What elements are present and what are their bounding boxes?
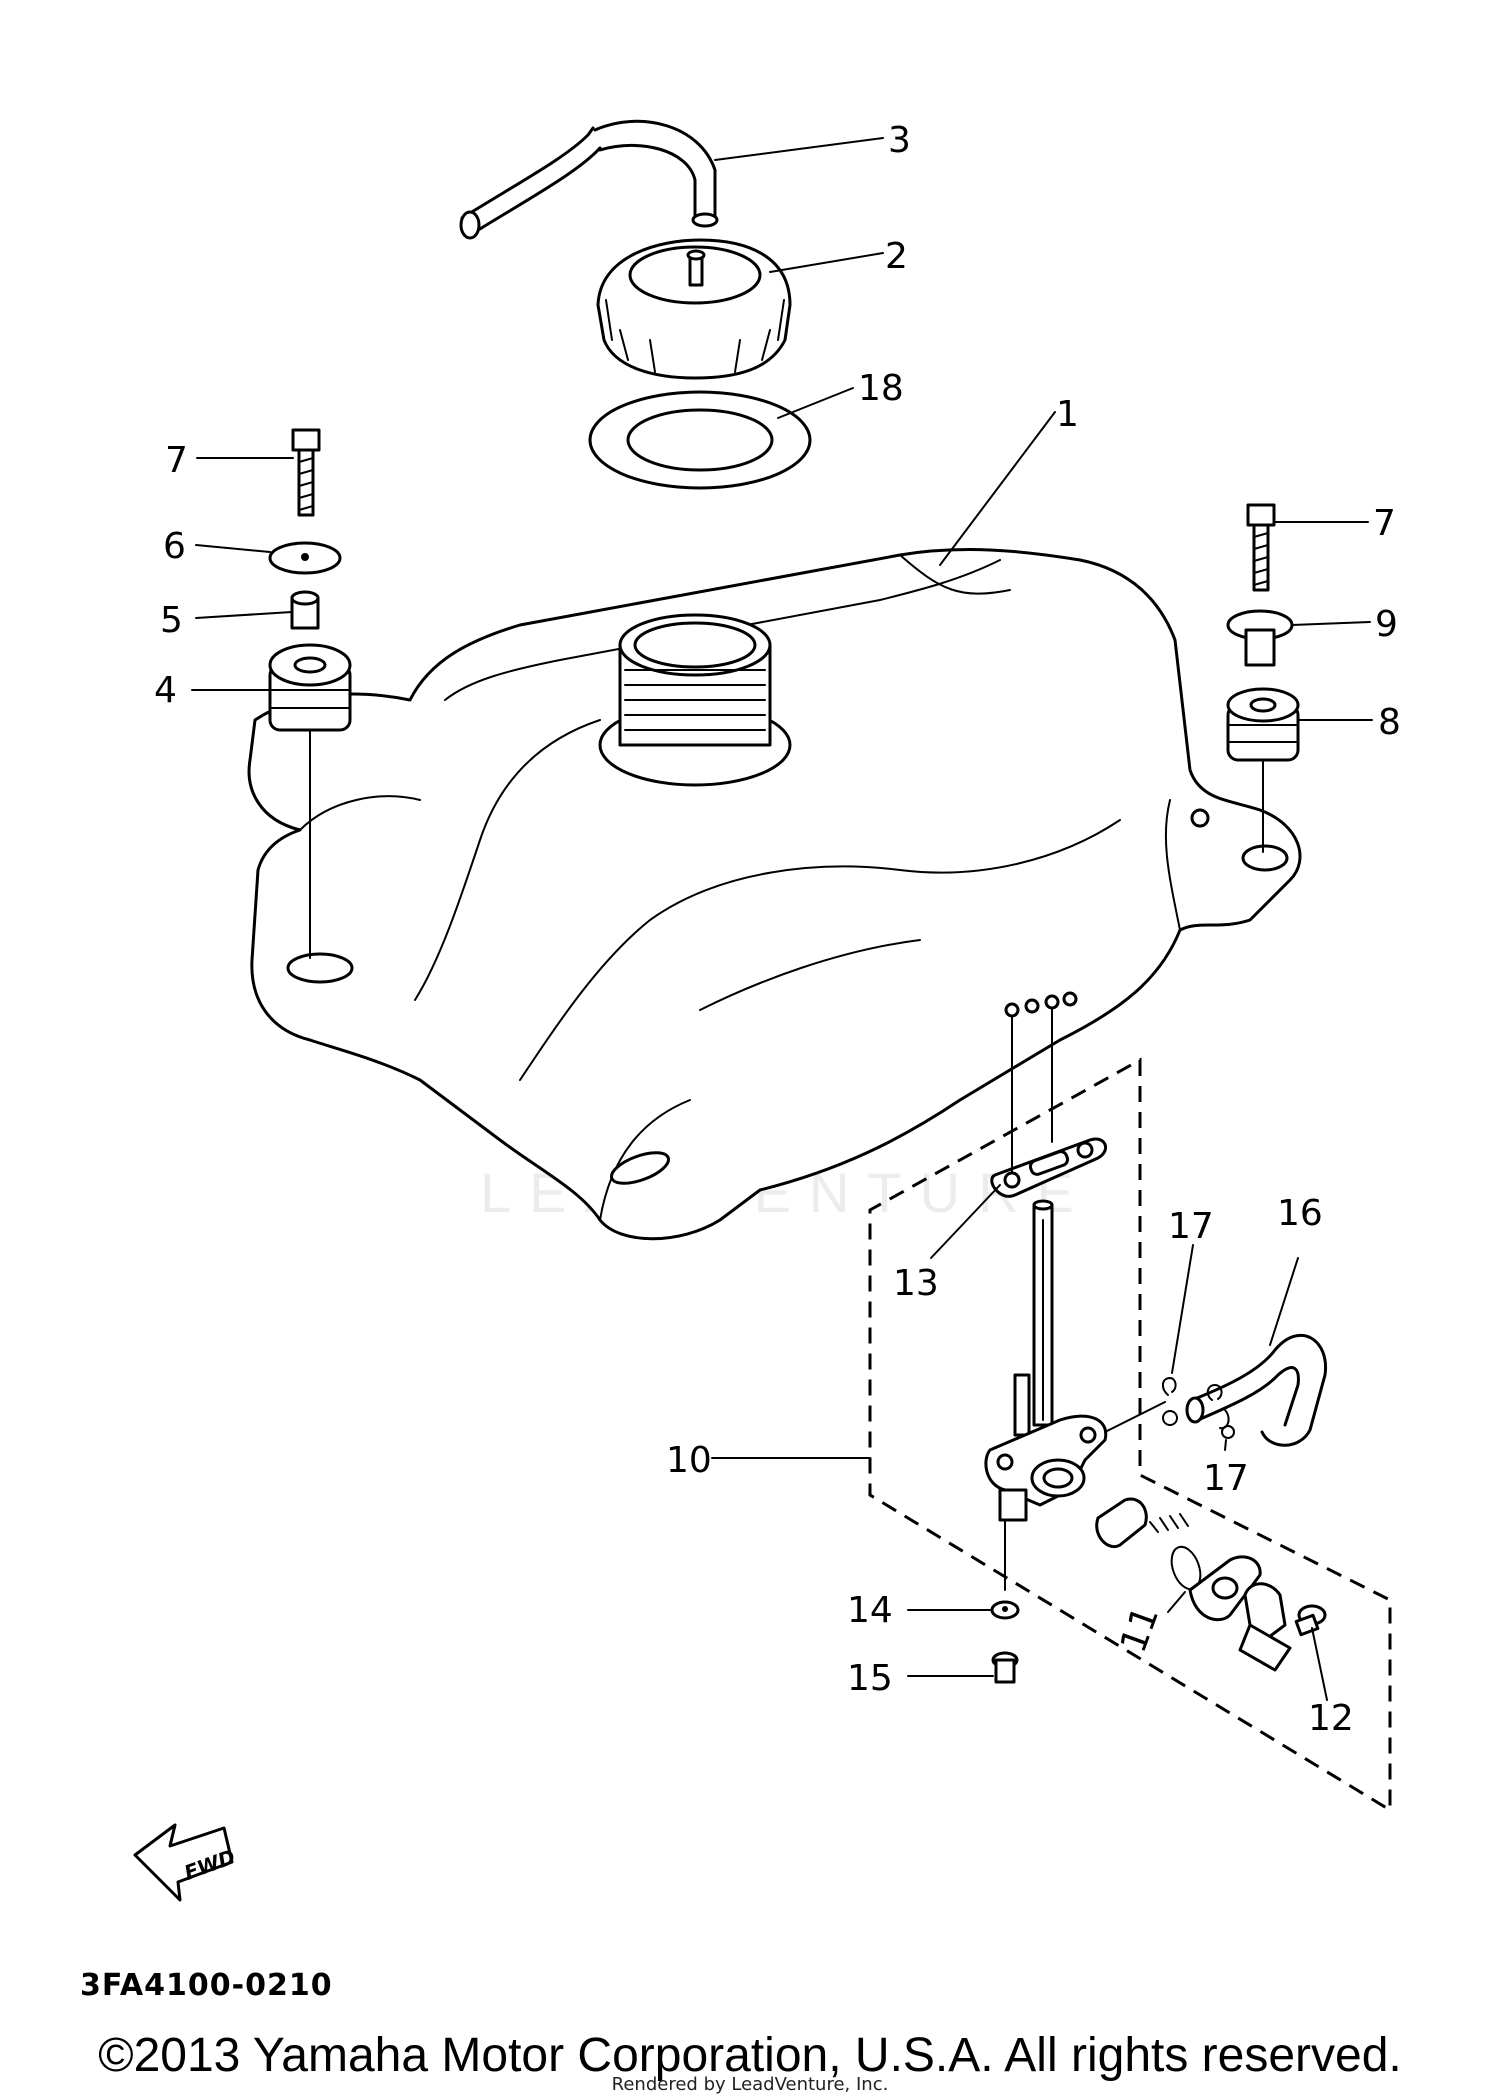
fuel-cock-assembly-outline [868, 1057, 1392, 1813]
collar[interactable] [290, 590, 320, 630]
callout-17-upper: 17 [1168, 1206, 1214, 1247]
callout-12: 12 [1308, 1698, 1354, 1739]
bolt-left[interactable] [291, 428, 321, 517]
callout-13: 13 [893, 1263, 939, 1304]
small-screws [1004, 991, 1078, 1173]
grommet-right[interactable] [1226, 687, 1300, 762]
drain-screw[interactable] [991, 1651, 1019, 1684]
callout-14: 14 [847, 1590, 893, 1631]
callout-10: 10 [666, 1440, 712, 1481]
callout-3: 3 [888, 120, 911, 161]
hose-clip-lower[interactable] [1206, 1384, 1235, 1439]
washer-collar-right[interactable] [1226, 609, 1294, 667]
copyright-notice: ©2013 Yamaha Motor Corporation, U.S.A. A… [98, 2029, 1402, 2082]
callout-4: 4 [154, 670, 177, 711]
fuel-cap[interactable] [596, 238, 792, 380]
sealing-washer[interactable] [990, 1600, 1020, 1620]
washer-left[interactable] [268, 541, 342, 575]
callout-5: 5 [160, 600, 183, 641]
cock-valve-parts[interactable] [1095, 1497, 1327, 1672]
callout-15: 15 [847, 1658, 893, 1699]
leader-lines [191, 137, 1373, 1701]
fuel-cock[interactable] [984, 1199, 1108, 1522]
callout-18: 18 [858, 368, 904, 409]
callout-6: 6 [163, 526, 186, 567]
breather-hose[interactable] [459, 119, 719, 240]
callout-7-right: 7 [1373, 503, 1396, 544]
callout-8: 8 [1378, 702, 1401, 743]
callout-11: 11 [1113, 1601, 1167, 1658]
bolt-right[interactable] [1246, 503, 1276, 592]
fwd-arrow-icon: FWD [133, 1823, 238, 1902]
hose-guide-line [1104, 1401, 1166, 1433]
fuel-tank[interactable] [247, 548, 1302, 1241]
cap-gasket[interactable] [588, 390, 812, 490]
callout-7-left: 7 [165, 440, 188, 481]
diagram-code: 3FA4100-0210 [80, 1968, 333, 2003]
callout-2: 2 [885, 236, 908, 277]
hose-clip-upper[interactable] [1162, 1377, 1178, 1426]
callout-1: 1 [1056, 394, 1079, 435]
grommet-left[interactable] [268, 643, 352, 732]
rendered-by-text: Rendered by LeadVenture, Inc. [611, 2074, 889, 2095]
fuel-cock-gasket[interactable] [990, 1137, 1108, 1198]
callout-9: 9 [1375, 604, 1398, 645]
callout-16: 16 [1277, 1193, 1323, 1234]
fuel-hose[interactable] [1185, 1333, 1328, 1447]
callout-17-lower: 17 [1203, 1458, 1249, 1499]
